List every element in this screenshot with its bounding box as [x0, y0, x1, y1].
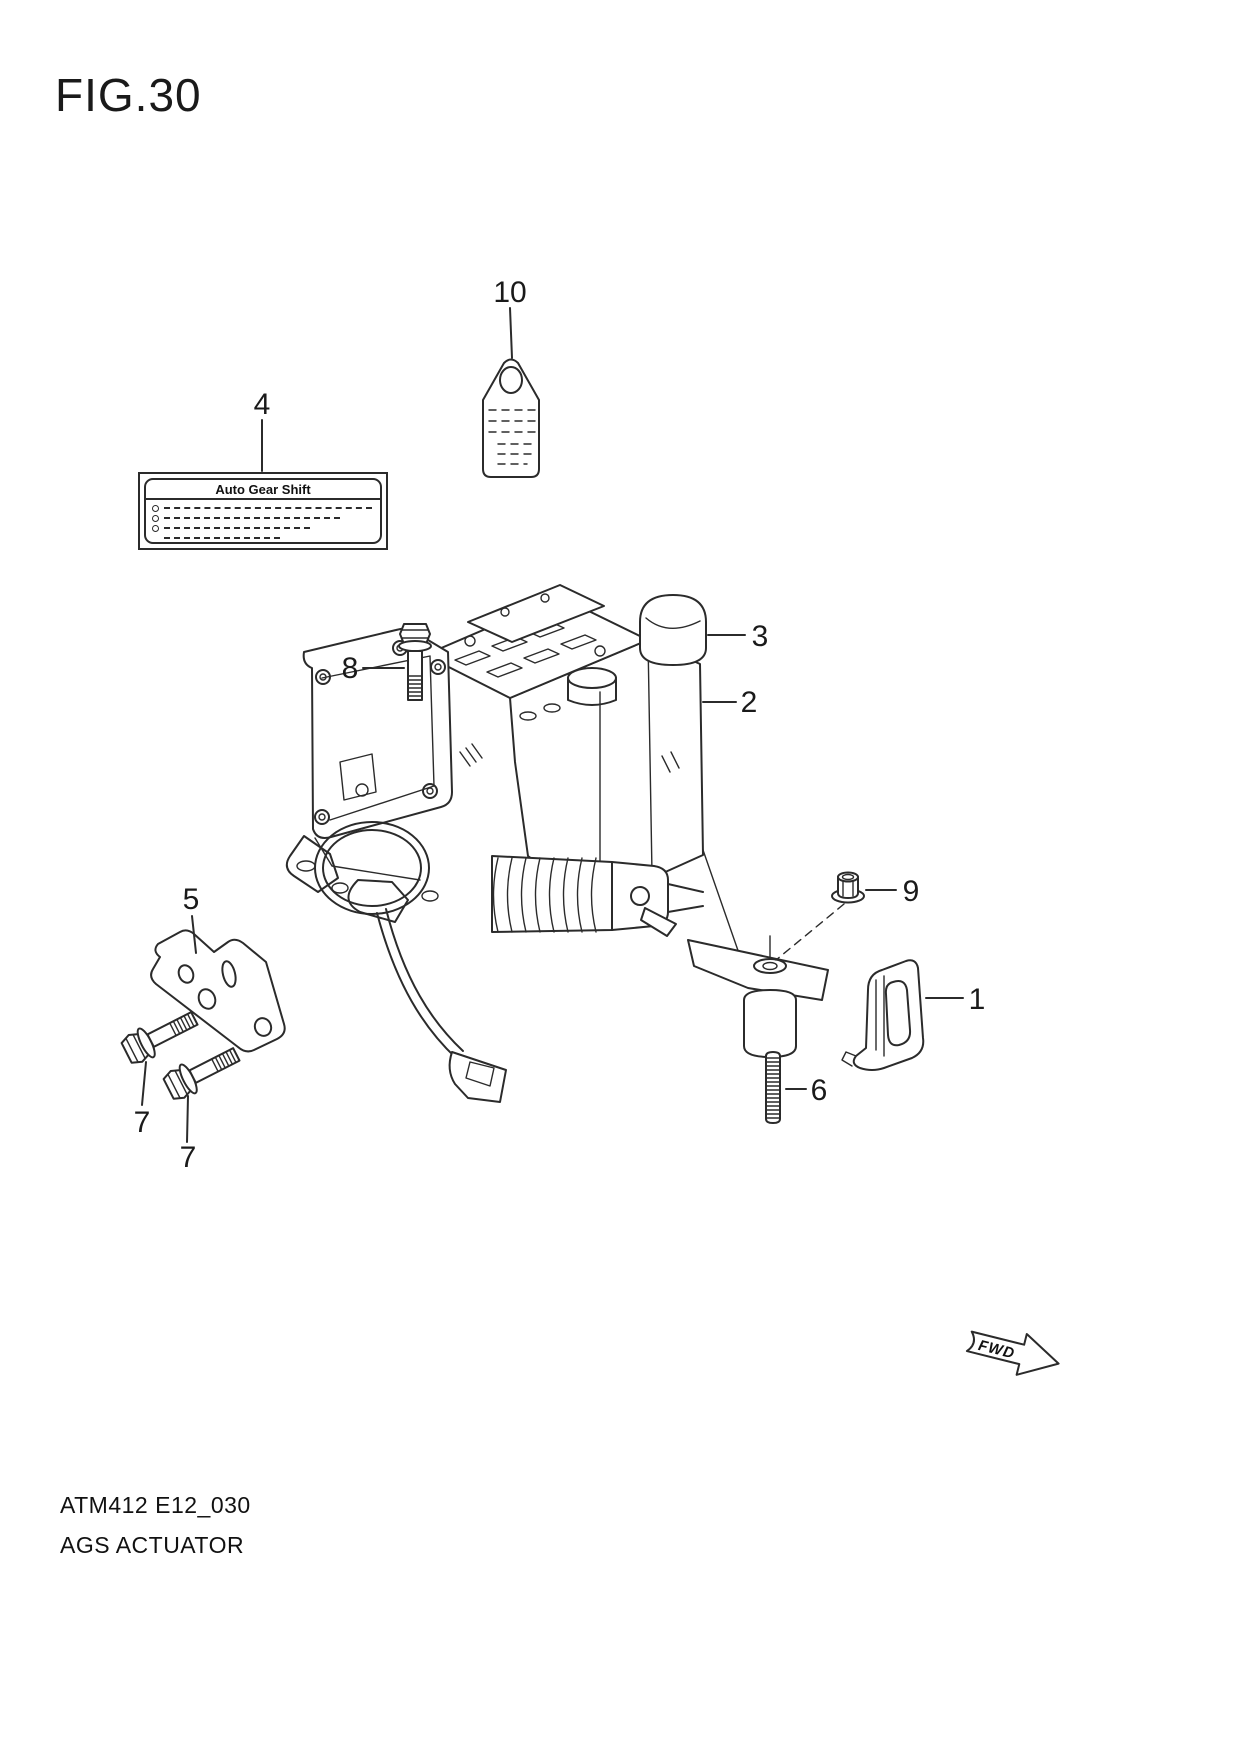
- callout-5: 5: [183, 883, 200, 916]
- hang-tag-part: [482, 358, 540, 478]
- callout-8: 8: [342, 652, 359, 685]
- dashed-text-line: [164, 527, 310, 529]
- dashed-text-line: [164, 507, 372, 509]
- stud-part: [765, 1051, 781, 1124]
- cap-part: [639, 594, 707, 666]
- leader-lines: [141, 307, 964, 1143]
- label-inner-frame: Auto Gear Shift: [144, 478, 382, 544]
- label-title: Auto Gear Shift: [146, 480, 380, 500]
- bullet-icon: [152, 514, 159, 522]
- callout-9: 9: [903, 875, 920, 908]
- callout-7a: 7: [134, 1106, 151, 1139]
- dashed-text-line: [164, 517, 340, 519]
- callout-1: 1: [969, 983, 986, 1016]
- bracket-part: [150, 929, 286, 1053]
- figure-name: AGS ACTUATOR: [60, 1532, 245, 1558]
- callout-6: 6: [811, 1074, 828, 1107]
- fwd-arrow-icon: FWD: [965, 1330, 1060, 1376]
- auto-gear-shift-label: Auto Gear Shift: [138, 472, 388, 550]
- bolt-part-7b: [160, 1039, 245, 1105]
- bullet-icon: [152, 504, 159, 512]
- callout-10: 10: [493, 276, 526, 309]
- bolt-part-7a: [118, 1003, 203, 1069]
- ags-actuator-assembly-drawing: [285, 584, 829, 1103]
- callout-4: 4: [254, 388, 271, 421]
- callout-7b: 7: [180, 1141, 197, 1174]
- dashed-text-line: [164, 537, 280, 539]
- figure-title: FIG.30: [55, 69, 202, 121]
- callout-3: 3: [752, 620, 769, 653]
- bullet-icon: [152, 524, 159, 532]
- label-text-rows: [146, 500, 380, 542]
- figure-code: ATM412 E12_030: [60, 1492, 251, 1518]
- clamp-part: [841, 959, 925, 1071]
- callout-2: 2: [741, 686, 758, 719]
- callout-numbers: 4 10 8 3 2 9 1 6 5 7 7: [134, 276, 986, 1174]
- nut-part: [831, 871, 865, 904]
